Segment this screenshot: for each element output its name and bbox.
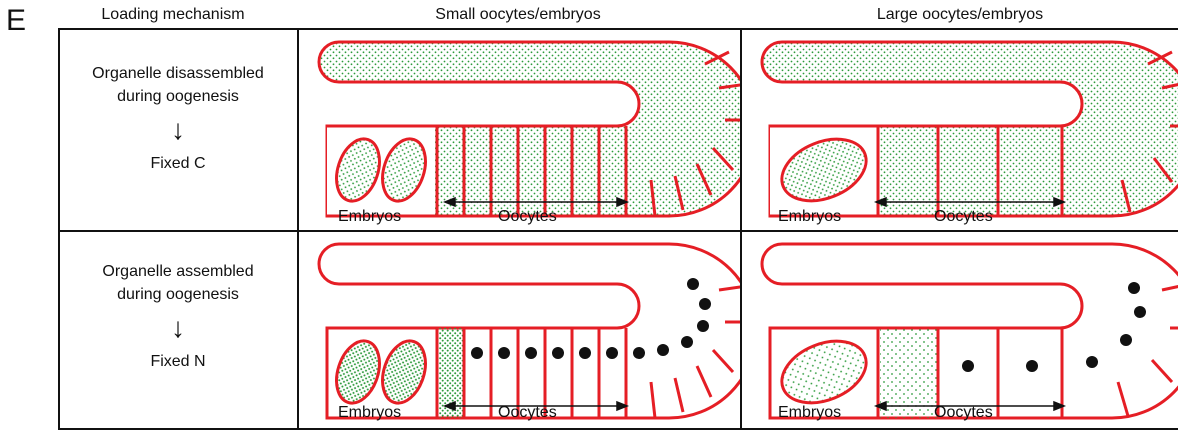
row2-down-arrow-icon: ↓ bbox=[60, 306, 296, 350]
gonad-large-assembled bbox=[742, 232, 1178, 428]
gonad-small-disassembled bbox=[299, 30, 740, 230]
header-small-oocytes: Small oocytes/embryos bbox=[298, 6, 738, 24]
caption-oocytes-4: Oocytes bbox=[934, 404, 993, 422]
row1-label-line2: during oogenesis bbox=[60, 85, 296, 108]
header-large-oocytes: Large oocytes/embryos bbox=[742, 6, 1178, 24]
row1-down-arrow-icon: ↓ bbox=[60, 108, 296, 152]
row2-label-line2: during oogenesis bbox=[60, 283, 296, 306]
row1-outcome: Fixed C bbox=[60, 152, 296, 175]
caption-embryos-1: Embryos bbox=[338, 208, 401, 226]
panel-letter: E bbox=[6, 4, 26, 38]
row1-label-line1: Organelle disassembled bbox=[60, 62, 296, 85]
caption-oocytes-3: Oocytes bbox=[498, 404, 557, 422]
gonad-large-disassembled bbox=[742, 30, 1178, 230]
header-loading-mechanism: Loading mechanism bbox=[58, 6, 288, 24]
row2-label-line1: Organelle assembled bbox=[60, 260, 296, 283]
row1-label: Organelle disassembled during oogenesis … bbox=[60, 62, 296, 176]
caption-oocytes-2: Oocytes bbox=[934, 208, 993, 226]
caption-embryos-4: Embryos bbox=[778, 404, 841, 422]
row2-outcome: Fixed N bbox=[60, 350, 296, 373]
row2-label: Organelle assembled during oogenesis ↓ F… bbox=[60, 260, 296, 374]
caption-oocytes-1: Oocytes bbox=[498, 208, 557, 226]
gonad-small-assembled bbox=[299, 232, 740, 428]
caption-embryos-2: Embryos bbox=[778, 208, 841, 226]
caption-embryos-3: Embryos bbox=[338, 404, 401, 422]
